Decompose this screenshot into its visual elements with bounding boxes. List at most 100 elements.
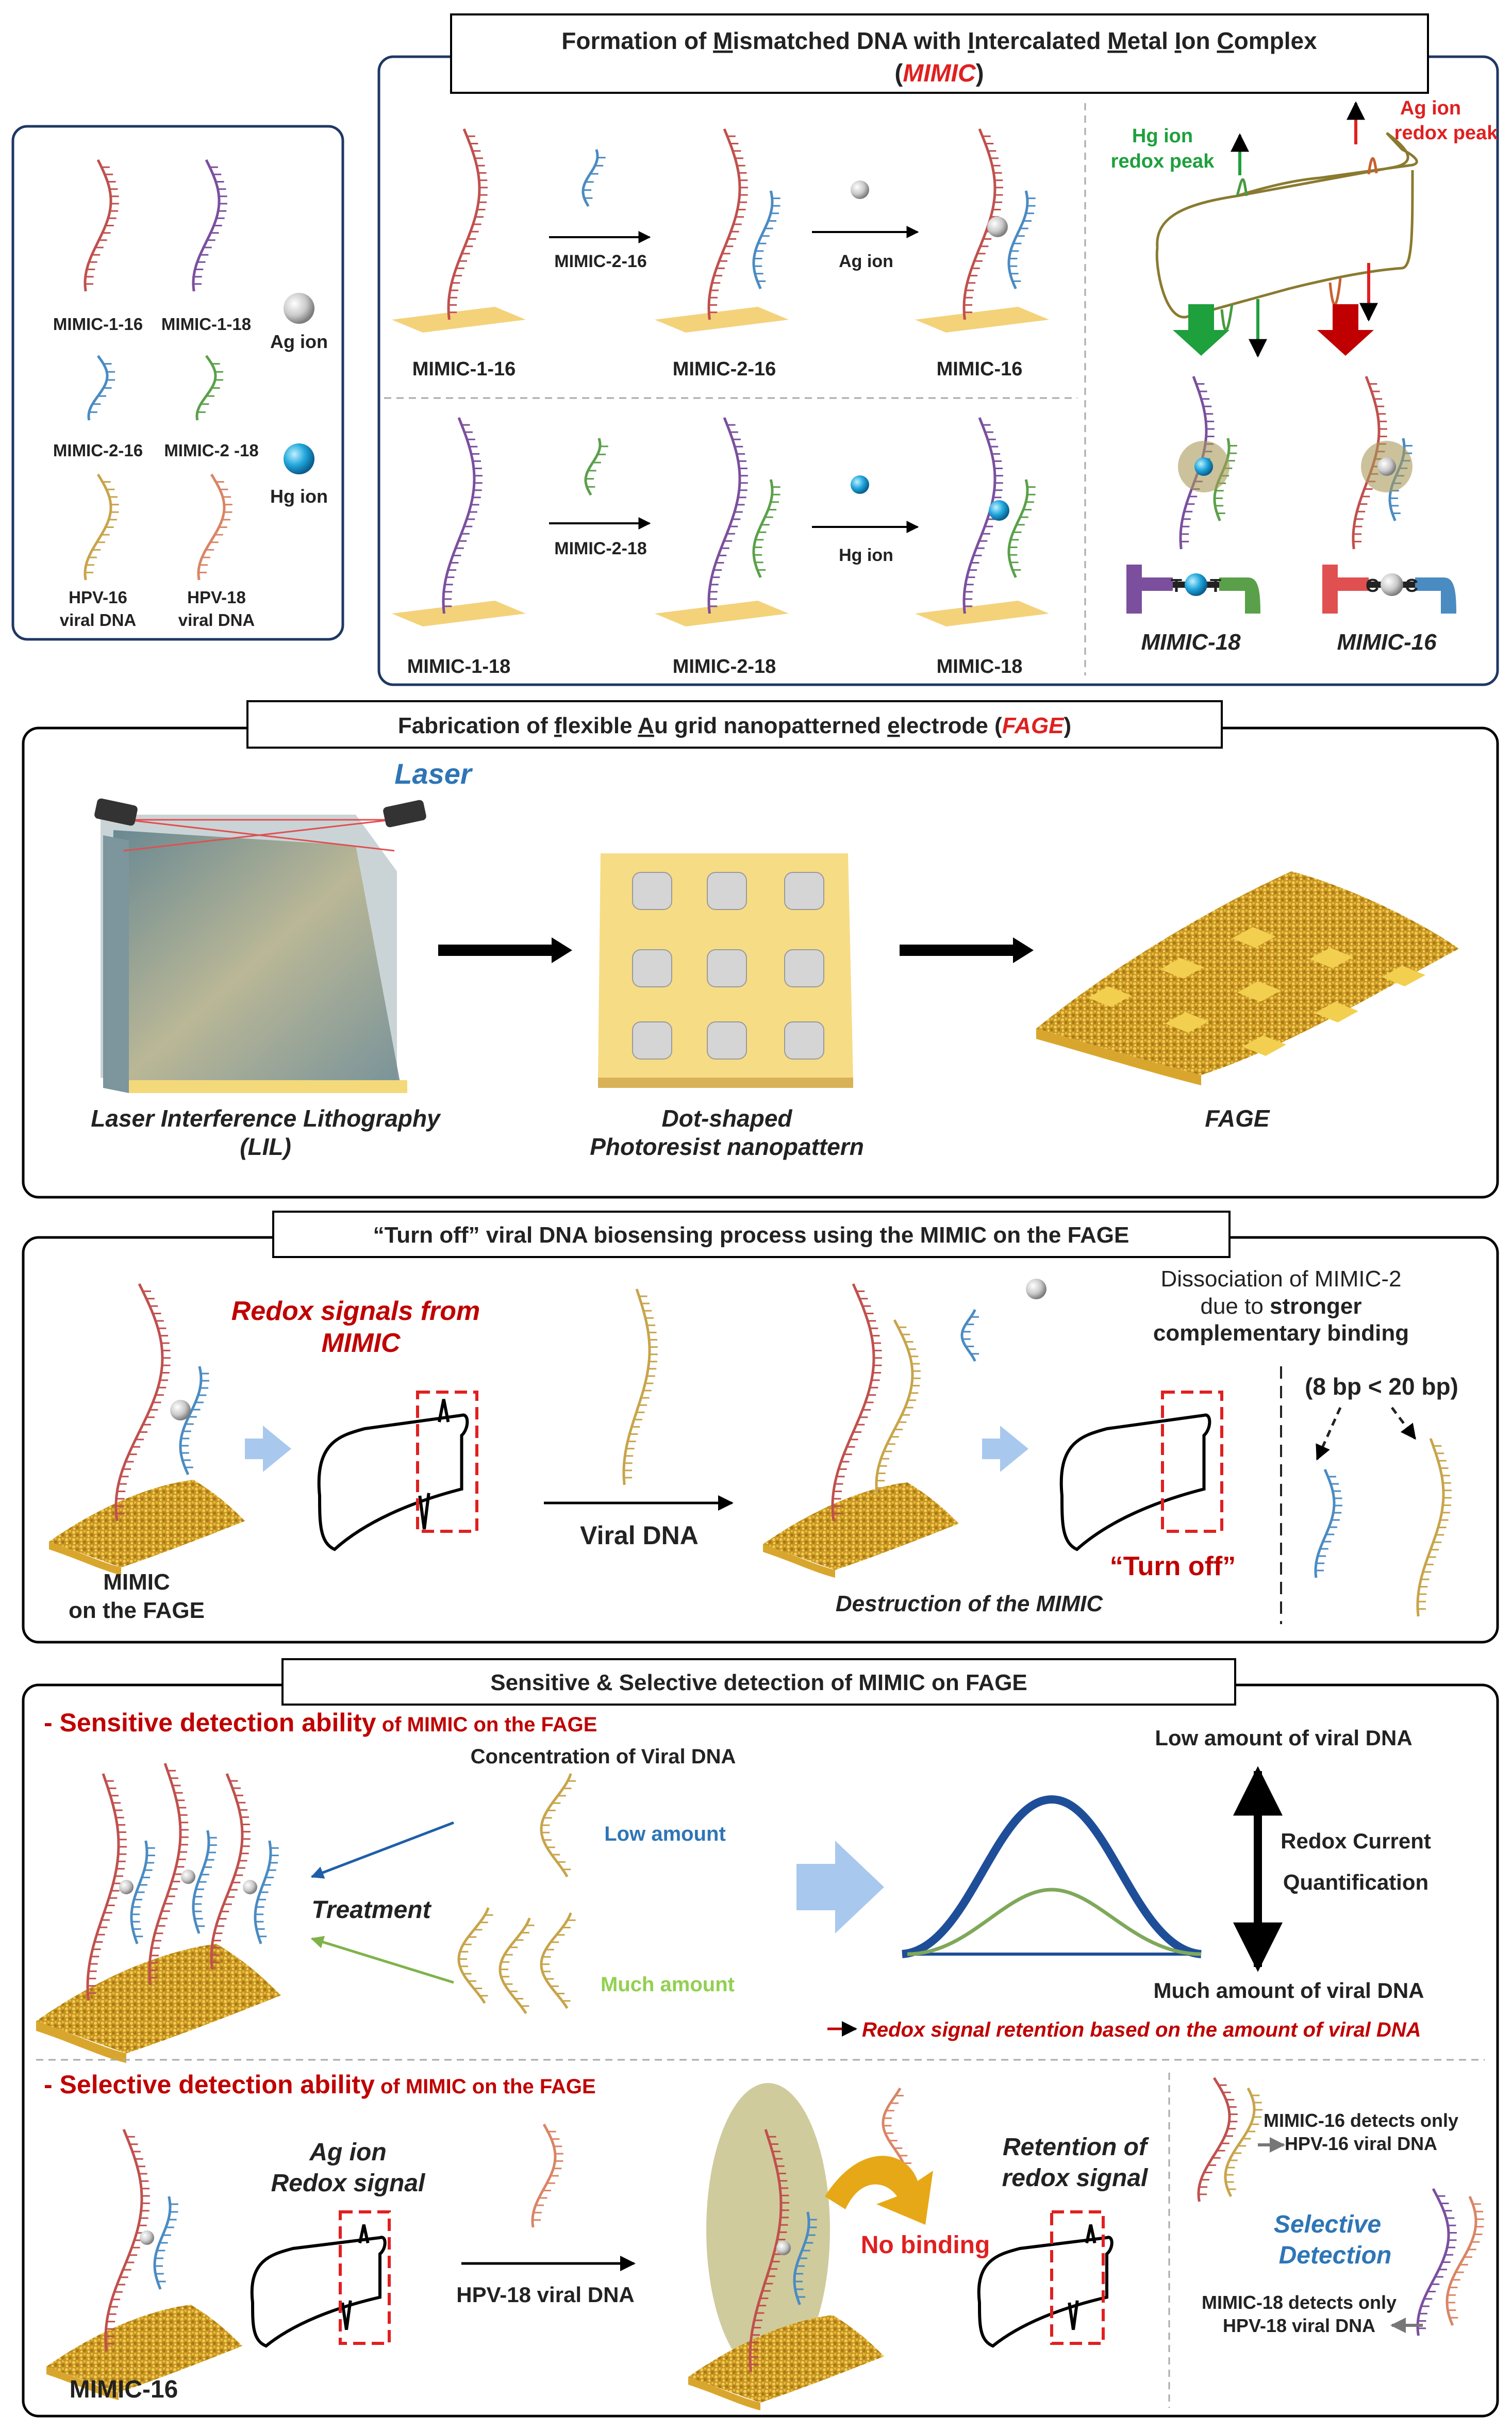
row2-bound-hg [989,500,1009,521]
turnoff-fage-2 [763,1482,959,1578]
fage-edge [46,2367,119,2400]
fab-arrow-2 [900,945,1018,956]
row2-mimic-1b [707,417,748,614]
fage-edge [36,2021,126,2063]
sel-highlight-2 [1050,2210,1105,2345]
cv-oxidation-peak [438,1399,450,1423]
legend-mimic-1-16 [84,159,119,292]
dna-backbone [1007,190,1029,290]
hg-peak-label-1: Hg ion [1132,125,1193,147]
row1-substrate-3 [915,307,1049,333]
photoresist-dot [707,949,747,987]
row2-step1: MIMIC-1-18 [407,656,511,677]
treatment-label: Treatment [311,1896,431,1924]
row1-step1: MIMIC-1-16 [412,358,516,380]
photoresist-dot [707,872,747,910]
conc-label: Concentration of Viral DNA [471,1745,736,1768]
sens-ag-1 [181,1870,195,1884]
sens-fage [36,1944,281,2063]
sel-unbound-hpv18 [882,2087,911,2171]
cc-right: C [1405,575,1418,596]
dna-teeth [1199,2084,1238,2195]
sel-cv-1 [250,2224,387,2348]
dna-backbone [540,1912,572,2009]
dna-teeth [586,445,608,488]
dna-teeth [88,1780,127,1994]
dot-label-2: Photoresist nanopattern [590,1133,864,1160]
row1-mimic-1b [707,128,748,320]
detection-title: Sensitive & Selective detection of MIMIC… [490,1670,1027,1695]
fage-surface [49,1480,245,1567]
sens-ag-0 [119,1880,134,1894]
dna-teeth [198,481,232,573]
much-amount-label: Much amount [601,1973,735,1996]
dissoc-2: due to stronger [1200,1294,1361,1319]
mimic18-label: MIMIC-18 [1141,630,1241,655]
cv-reduction-peak [418,1493,430,1530]
legend-label-3: MIMIC-2-16 [53,441,143,460]
hg-ion-legend [284,443,314,474]
ret-1: Retention of [1003,2134,1149,2161]
m16-detect-1: MIMIC-16 detects only [1264,2110,1458,2131]
turnoff-ag [170,1400,191,1420]
turnoff-fage-1 [49,1480,245,1575]
tt-left: T [1171,575,1182,596]
sel-m18-strand [1416,2188,1457,2336]
fage-pad [1165,1012,1209,1033]
formation-title: Formation of Mismatched DNA with Interca… [561,27,1317,54]
m18-detect-2: HPV-18 viral DNA [1223,2315,1375,2336]
selective-2: Detection [1279,2242,1392,2269]
row1-substrate-1 [392,307,526,333]
dna-teeth [709,135,748,313]
sens-header: - Sensitive detection ability of MIMIC o… [44,1708,597,1737]
legend-hg-label: Hg ion [270,486,328,507]
dna-teeth [541,1780,576,1871]
fage-surface [46,2305,242,2392]
photoresist-dot [632,1021,672,1060]
turnoff-cv-1 [317,1399,469,1551]
redox-signals-1: Redox signals from [231,1296,480,1326]
legend-panel [11,125,344,641]
row1-step2: MIMIC-2-16 [673,358,776,380]
mimic-fage-1: MIMIC [103,1569,170,1595]
dna-teeth [750,2136,789,2366]
dna-teeth [89,363,115,413]
dna-teeth [193,166,227,285]
dna-teeth [709,424,748,607]
dna-teeth [754,197,780,282]
turnoff-short-strand [1314,1469,1342,1578]
dna-teeth [1418,2195,1457,2329]
sel-mimic-2b [793,2211,817,2305]
dna-backbone [1197,2077,1231,2202]
m16-detect-2: HPV-16 viral DNA [1285,2133,1437,2154]
fage-pad [1315,1002,1358,1022]
dna-backbone [962,417,996,614]
dna-backbone [707,417,741,614]
dna-teeth [533,2130,563,2221]
photoresist-dot [784,1021,824,1060]
row1-arrow2-label: Ag ion [839,252,893,271]
mimic16-sel-label: MIMIC-16 [70,2376,178,2403]
legend-dna-group [84,159,232,581]
row1-free-mimic-2 [581,149,606,207]
row1-substrate-2 [655,307,789,333]
mimic18-hg [1194,457,1213,476]
dna-teeth [448,135,488,313]
photoresist-dot [784,949,824,987]
sens-mimic-1-1 [148,1763,189,1986]
fage-pad [1232,927,1276,948]
redox-signals-2: MIMIC [321,1328,401,1358]
dna-backbone [179,1366,203,1476]
dna-backbone [1007,479,1029,578]
turnoff-highlight-2 [1161,1391,1223,1533]
sel-header: - Selective detection ability of MIMIC o… [44,2070,596,2099]
dna-backbone [210,1773,244,1970]
redox-current-label: Redox Current [1281,1829,1431,1853]
dot-label-1: Dot-shaped [662,1105,793,1132]
row1-mimic-2c [1007,190,1036,290]
dna-teeth [197,363,224,413]
green-block-arrow [1173,304,1229,356]
sel-mimic-1b [749,2129,789,2372]
dna-teeth [541,1919,576,2002]
retention-note: Redox signal retention based on the amou… [862,2019,1421,2041]
